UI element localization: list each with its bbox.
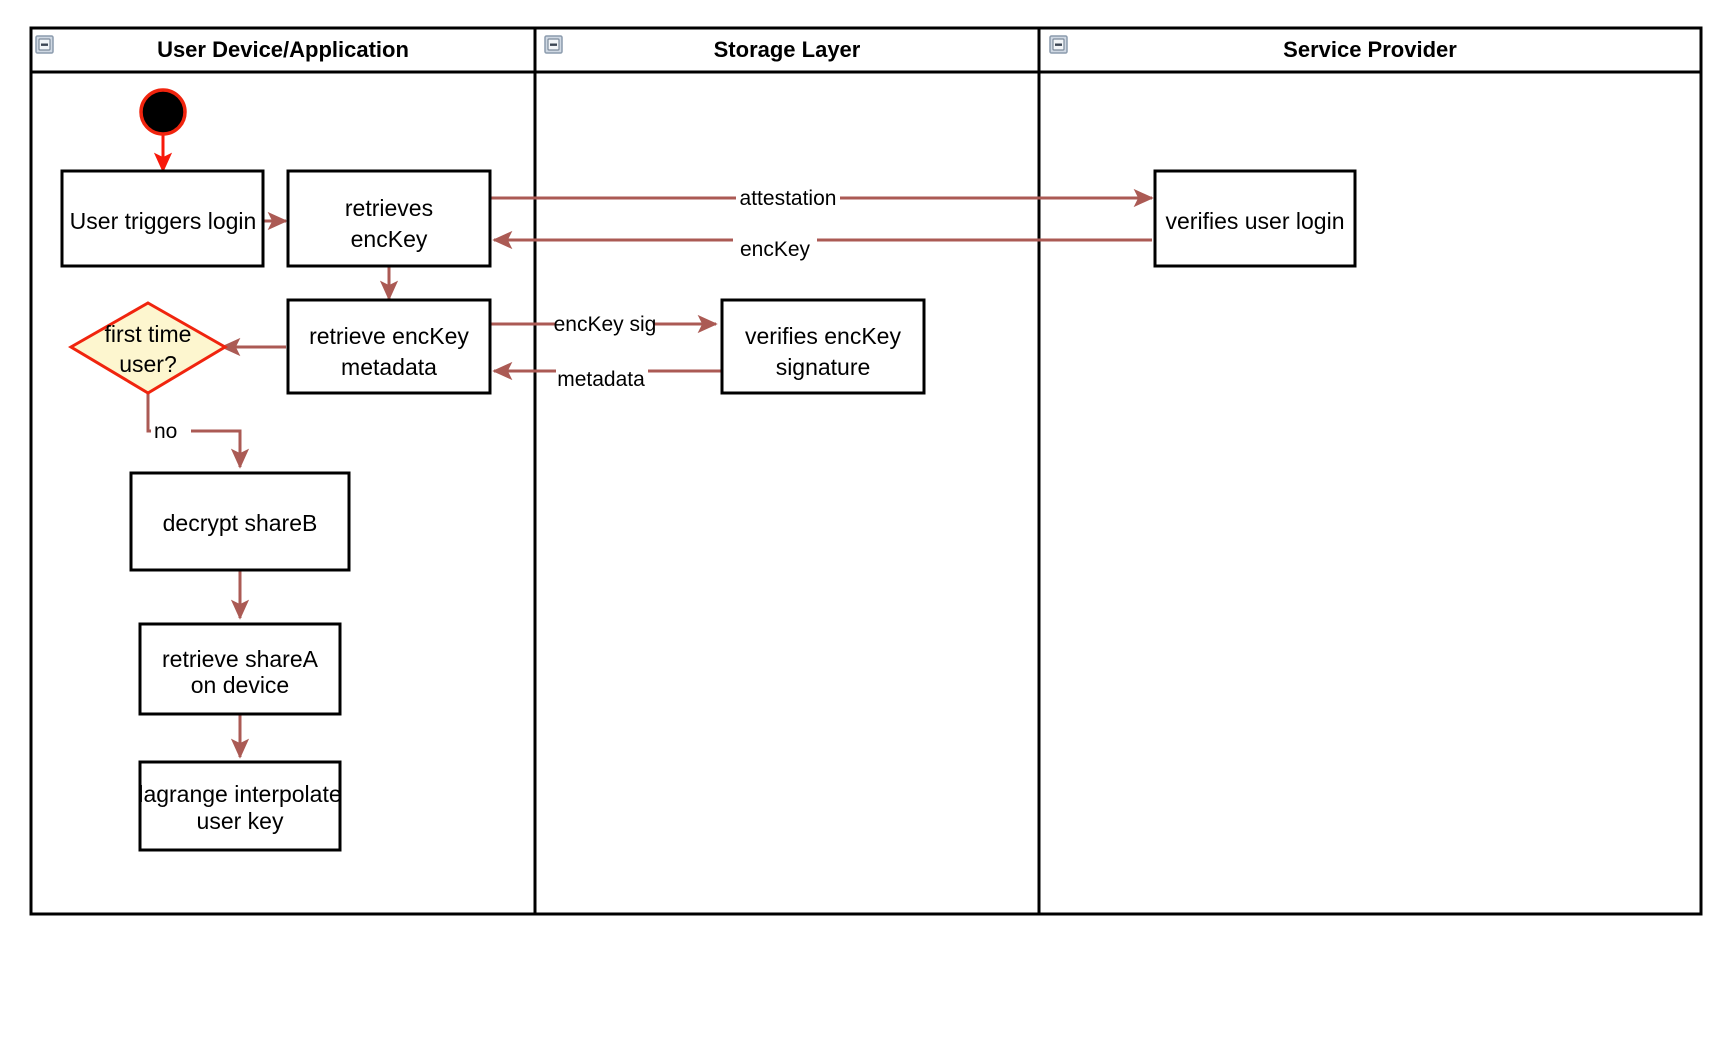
start-node[interactable]	[139, 88, 187, 136]
minus-box-icon[interactable]	[1049, 35, 1068, 54]
node-verifies-user-login[interactable]: verifies user login	[1153, 169, 1357, 268]
node-box	[138, 622, 342, 716]
node-retrieve-enckey-metadata[interactable]: retrieve encKey metadata	[286, 298, 492, 395]
node-label-line-0: retrieve encKey	[309, 323, 469, 349]
edge-no-to-decrypt	[146, 393, 250, 469]
edge-label-attestation: attestation	[740, 187, 837, 210]
node-box	[720, 298, 926, 395]
minus-box-icon[interactable]	[35, 35, 54, 54]
lane-body-service-provider	[1037, 26, 1703, 916]
decision-diamond	[68, 301, 228, 395]
lane-title-service-provider: Service Provider	[1283, 37, 1457, 62]
node-box	[60, 169, 265, 268]
node-label-line-1: encKey	[351, 226, 428, 252]
edge-label-metadata: metadata	[557, 368, 645, 391]
node-box	[286, 169, 492, 268]
node-label-line-1: signature	[776, 354, 871, 380]
node-retrieve-sharea-on-device[interactable]: retrieve shareA on device	[138, 622, 342, 716]
lane-title-user-device: User Device/Application	[157, 37, 409, 62]
node-box	[1153, 169, 1357, 268]
node-lagrange-interpolate-user-key[interactable]: lagrange interpolate user key	[138, 760, 342, 852]
edge-label-bg-no	[151, 420, 191, 442]
swimlane-storage[interactable]: Storage Layer	[533, 26, 1041, 916]
edge-label-bg-attestation	[736, 186, 840, 210]
node-user-triggers-login[interactable]: User triggers login	[60, 169, 265, 268]
node-label-line-0: User triggers login	[70, 208, 257, 234]
node-decrypt-shareb[interactable]: decrypt shareB	[129, 471, 351, 572]
lane-title-storage: Storage Layer	[714, 37, 861, 62]
node-retrieves-enckey[interactable]: retrieves encKey	[286, 169, 492, 268]
node-label-line-1: metadata	[341, 354, 437, 380]
edge-label-no: no	[154, 420, 177, 443]
edge-label-enckey: encKey	[740, 238, 811, 261]
node-box	[129, 471, 351, 572]
node-label-line-1: user key	[197, 808, 284, 834]
node-first-time-user-decision[interactable]: first time user?	[68, 301, 228, 395]
node-label-line-0: verifies encKey	[745, 323, 901, 349]
node-box	[138, 760, 342, 852]
node-label-line-0: lagrange interpolate	[138, 781, 341, 807]
swimlane-service-provider[interactable]: Service Provider	[1037, 26, 1703, 916]
edge-label-bg-enckey	[733, 228, 817, 252]
start-node-circle	[139, 88, 187, 136]
node-label-line-1: on device	[191, 672, 289, 698]
edge-label-bg-enckey-sig	[556, 312, 654, 336]
decision-label-line-0: first time	[105, 321, 192, 347]
node-label-line-0: decrypt shareB	[163, 510, 318, 536]
edge-label-bg-metadata	[556, 360, 648, 384]
decision-label-line-1: user?	[119, 351, 177, 377]
node-box	[286, 298, 492, 395]
lane-body-storage	[533, 26, 1041, 916]
node-label-line-0: retrieve shareA	[162, 646, 319, 672]
minus-box-icon[interactable]	[544, 35, 563, 54]
lane-header-service-provider	[1037, 26, 1703, 74]
node-verifies-enckey-signature[interactable]: verifies encKey signature	[720, 298, 926, 395]
lane-header-user-device	[29, 26, 537, 74]
edge-label-enckey-sig: encKey sig	[554, 313, 657, 336]
node-label-line-0: verifies user login	[1166, 208, 1345, 234]
node-label-line-0: retrieves	[345, 195, 433, 221]
